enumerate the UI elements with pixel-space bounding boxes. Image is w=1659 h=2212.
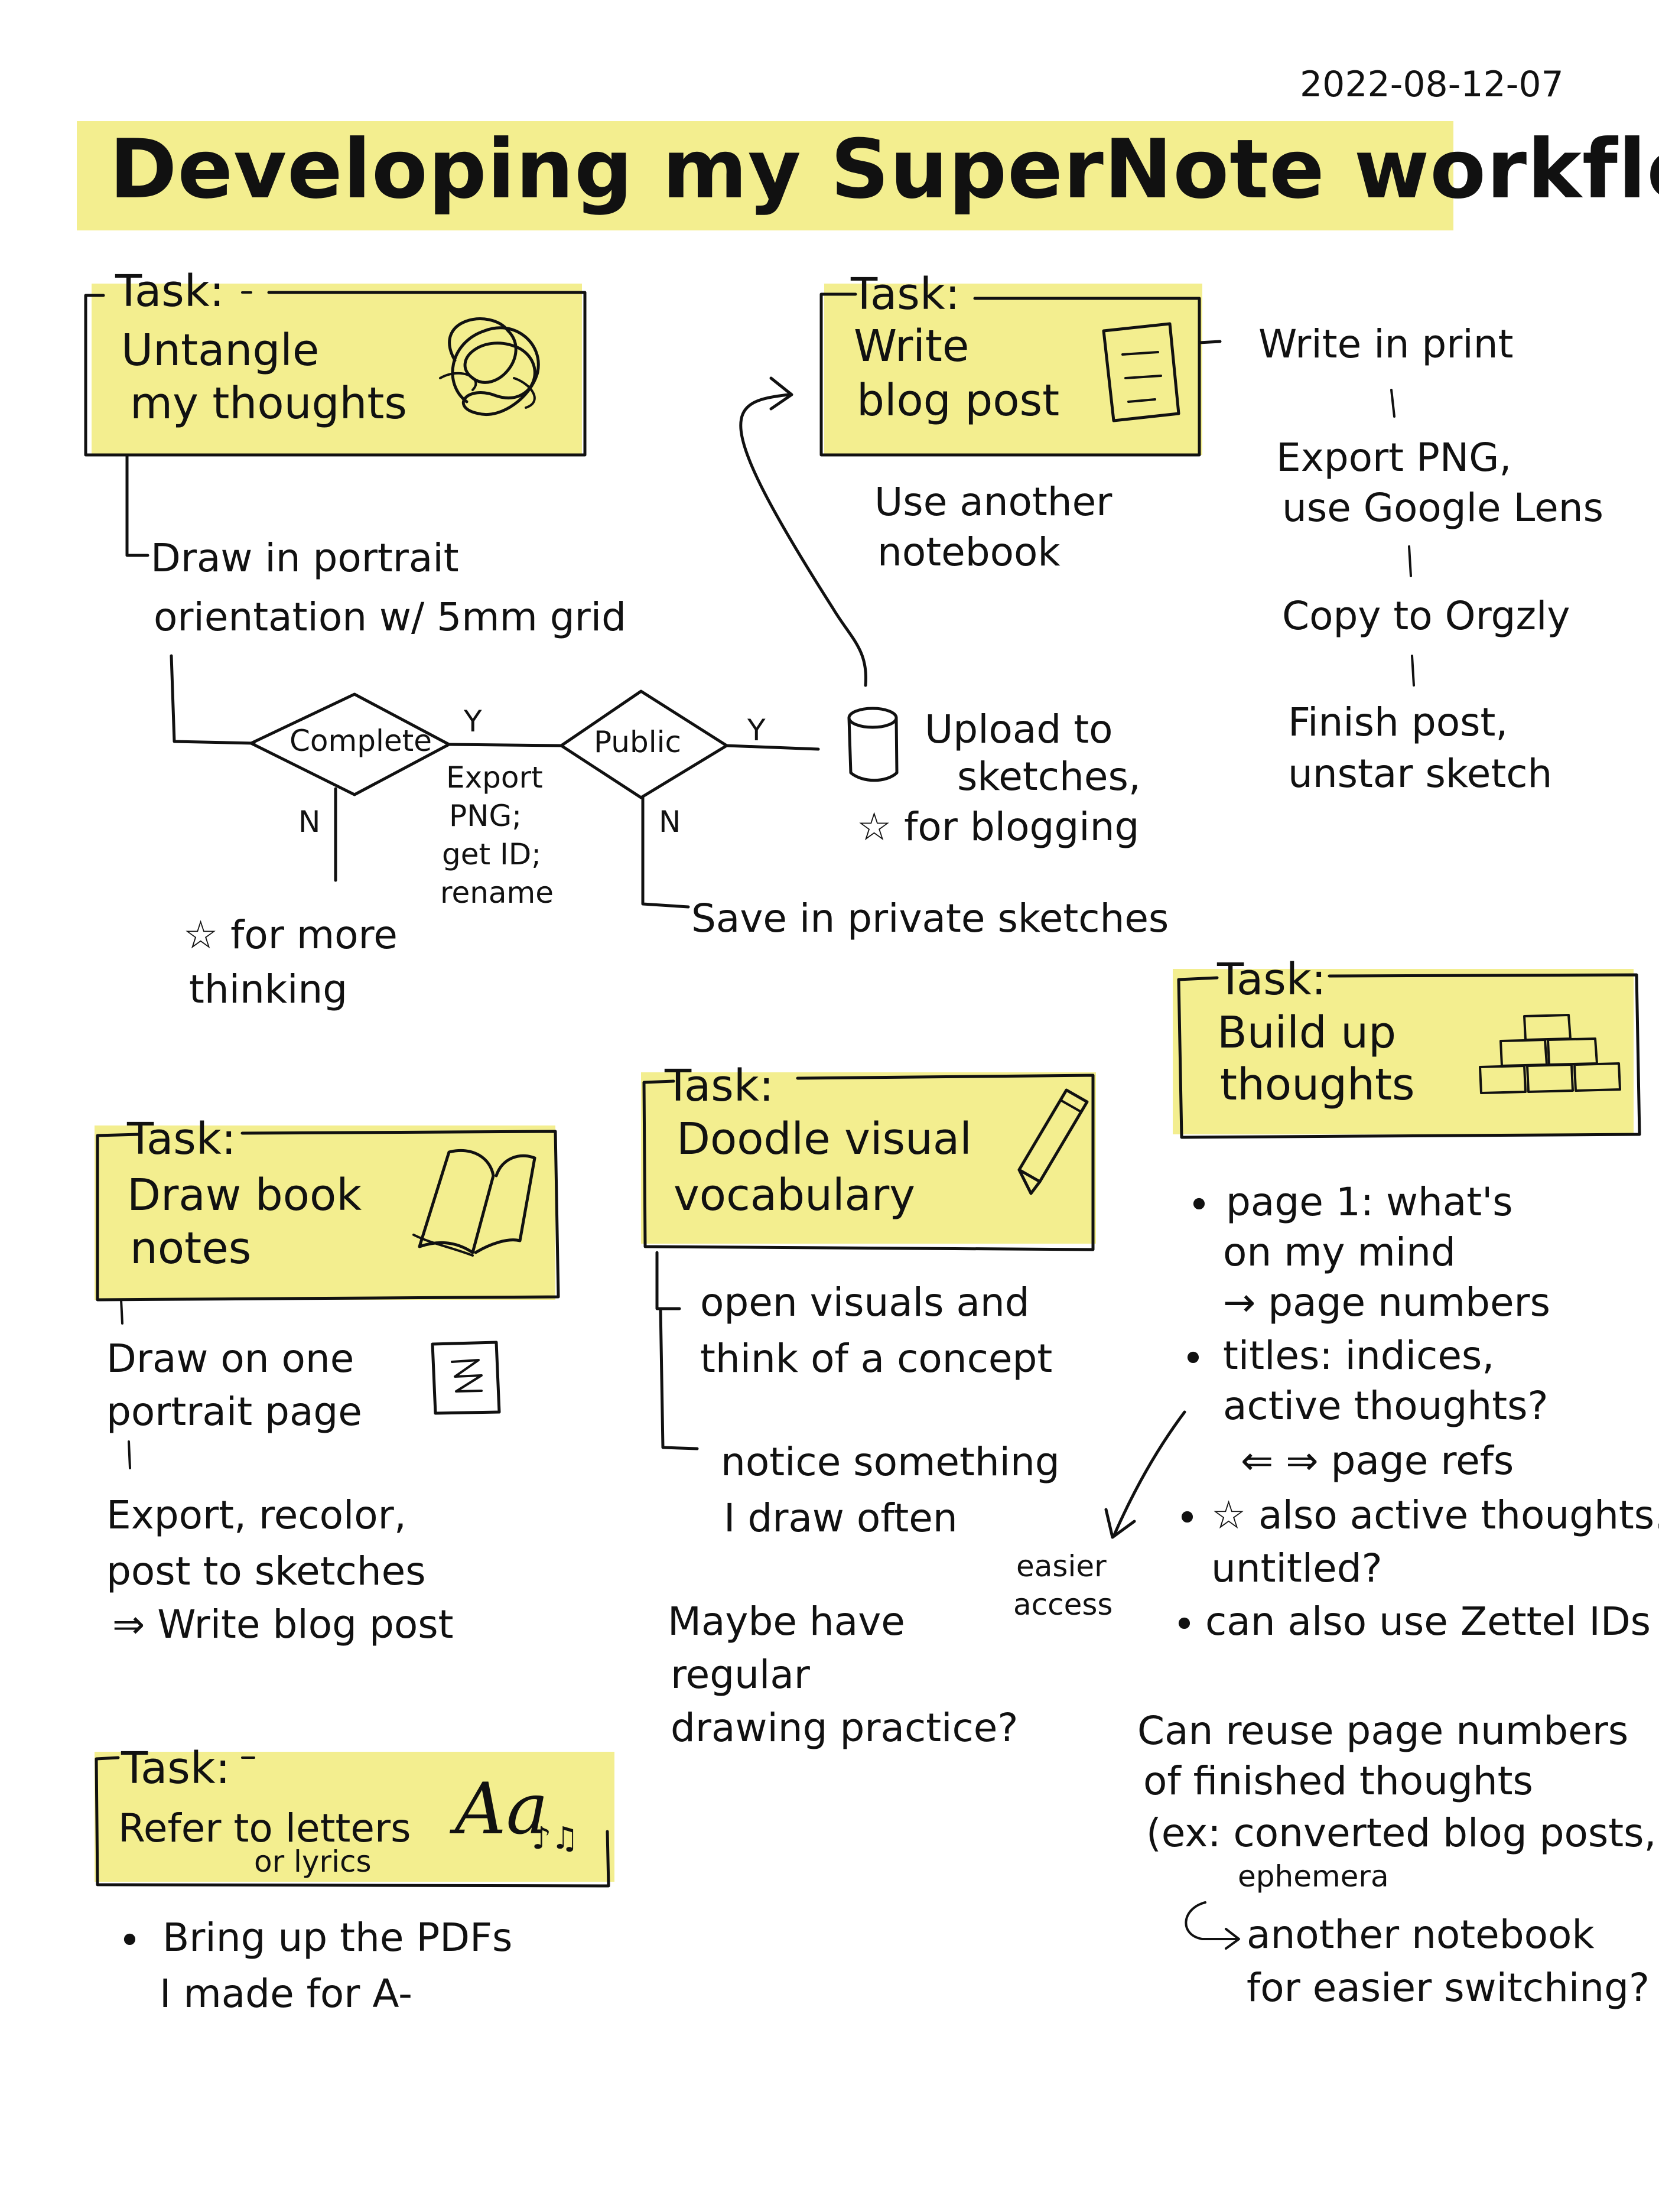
public-no: N (659, 805, 681, 839)
task4-name-line2: notes (130, 1223, 252, 1274)
export-step-2: PNG; (449, 799, 522, 833)
task2-step-4: Copy to Orgzly (1282, 593, 1570, 639)
bricks-icon (1479, 1014, 1621, 1094)
task2-name-line1: Write (854, 321, 970, 372)
cylinder-icon (847, 707, 899, 782)
maybe-line2: regular (671, 1652, 810, 1697)
task6-name-line2: or lyrics (254, 1845, 372, 1879)
reuse-line3: (ex: converted blog posts,) (1146, 1810, 1659, 1856)
document-icon (1102, 322, 1180, 422)
task5-step-4: I draw often (724, 1495, 958, 1541)
task3-name-line1: Build up (1217, 1007, 1397, 1058)
complete-yes: Y (464, 704, 482, 739)
export-step-1: Export (446, 760, 543, 795)
task3-bullet-1: • (1188, 1182, 1211, 1228)
reuse-line6: for easier switching? (1247, 1965, 1650, 2011)
task2-step-3: use Google Lens (1282, 485, 1603, 531)
letters-icon: Aa (455, 1768, 549, 1850)
more-thinking-line2: thinking (189, 967, 348, 1012)
task5-step-2: think of a concept (700, 1336, 1053, 1381)
another-notebook-line2: notebook (877, 529, 1061, 575)
task3-note-6: ⇐ ⇒ page refs (1241, 1438, 1514, 1484)
task2-step-2: Export PNG, (1276, 435, 1512, 480)
task5-label: Task: (665, 1061, 774, 1111)
task3-name-line2: thoughts (1220, 1059, 1415, 1110)
task4-step-4: post to sketches (106, 1549, 426, 1594)
task5-name-line2: vocabulary (674, 1170, 916, 1221)
date-stamp: 2022-08-12-07 (1300, 64, 1564, 105)
task3-note-7: ☆ also active thoughts... (1211, 1492, 1659, 1538)
task5-name-line1: Doodle visual (676, 1114, 972, 1164)
another-notebook-line1: Use another (874, 479, 1112, 525)
easier-access-line2: access (1013, 1588, 1113, 1622)
upload-line1: Upload to (925, 707, 1113, 752)
music-notes-icon: ♪♫ (532, 1821, 579, 1856)
public-yes: Y (747, 713, 766, 747)
task6-highlight (95, 1752, 614, 1882)
upload-line3: ☆ for blogging (857, 804, 1140, 850)
task3-bullet-2: • (1182, 1336, 1205, 1381)
reuse-line2: of finished thoughts (1143, 1758, 1533, 1804)
task4-name-line1: Draw book (127, 1170, 362, 1221)
book-icon (412, 1149, 536, 1257)
upload-line2: sketches, (957, 754, 1141, 799)
note-icon (431, 1341, 501, 1415)
pencil-icon (1017, 1088, 1089, 1195)
task6-step-1: Bring up the PDFs (162, 1915, 513, 1960)
complete-no: N (298, 805, 321, 839)
task6-name-line1: Refer to letters (118, 1806, 411, 1851)
task5-step-1: open visuals and (700, 1280, 1030, 1325)
task4-step-2: portrait page (106, 1389, 362, 1434)
task5-step-3: notice something (721, 1439, 1060, 1485)
complete-decision: Complete (289, 724, 432, 758)
task1-label: Task: (115, 266, 225, 317)
task3-label: Task: (1217, 954, 1326, 1005)
task5-highlight (641, 1072, 1096, 1244)
task3-note-9: can also use Zettel IDs (1205, 1599, 1651, 1644)
reuse-line4: ephemera (1238, 1859, 1389, 1894)
maybe-line3: drawing practice? (671, 1705, 1019, 1751)
task2-name-line2: blog post (857, 375, 1060, 426)
task3-note-4: titles: indices, (1223, 1333, 1495, 1378)
task4-step-1: Draw on one (106, 1336, 354, 1381)
private-sketches: Save in private sketches (691, 896, 1169, 941)
task1-step-line1: Draw in portrait (151, 535, 459, 581)
reuse-line5: another notebook (1247, 1912, 1595, 1957)
task3-note-1: page 1: what's (1226, 1179, 1513, 1225)
task2-label: Task: (851, 269, 960, 320)
tangle-icon (439, 317, 540, 416)
task4-label: Task: (127, 1114, 236, 1164)
export-step-4: rename (440, 876, 554, 910)
task1-name-line1: Untangle (121, 325, 320, 376)
task4-step-5: ⇒ Write blog post (112, 1602, 454, 1647)
task6-step-2: I made for A- (160, 1971, 412, 2016)
task3-note-2: on my mind (1223, 1229, 1456, 1275)
task6-label: Task: (121, 1743, 230, 1794)
export-step-3: get ID; (442, 837, 542, 871)
public-decision: Public (594, 725, 681, 759)
task1-highlight (92, 284, 582, 455)
task4-step-3: Export, recolor, (106, 1492, 406, 1538)
task2-highlight (824, 284, 1202, 455)
task2-step-1: Write in print (1258, 321, 1514, 367)
maybe-line1: Maybe have (668, 1599, 905, 1644)
more-thinking-line1: ☆ for more (183, 912, 398, 958)
task1-step-line2: orientation w/ 5mm grid (154, 594, 627, 640)
task6-bullet: • (118, 1918, 141, 1963)
task2-step-6: unstar sketch (1288, 751, 1553, 796)
task3-note-8: untitled? (1211, 1546, 1382, 1591)
task3-bullet-4: • (1173, 1602, 1196, 1647)
task3-highlight (1173, 969, 1634, 1134)
task3-bullet-3: • (1176, 1495, 1199, 1541)
reuse-line1: Can reuse page numbers (1137, 1708, 1629, 1754)
task1-name-line2: my thoughts (130, 378, 407, 429)
easier-access-line1: easier (1016, 1549, 1107, 1583)
title-highlight (77, 121, 1453, 230)
task3-note-5: active thoughts? (1223, 1383, 1549, 1429)
page-title: Developing my SuperNote workflow (109, 122, 1659, 217)
task2-step-5: Finish post, (1288, 700, 1508, 745)
task3-note-3: → page numbers (1223, 1280, 1551, 1325)
